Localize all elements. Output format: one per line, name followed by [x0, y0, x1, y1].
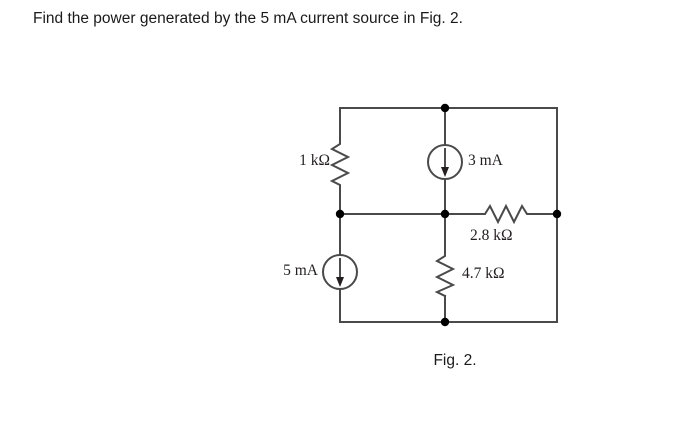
resistor-label-r2: 2.8 kΩ: [470, 227, 513, 244]
current-arrow-5ma: [336, 258, 344, 287]
resistor-label-r3: 4.7 kΩ: [462, 265, 505, 282]
resistor-symbol-r3: [434, 251, 456, 298]
node-dot-mid-left: [335, 209, 345, 219]
current-arrow-3ma: [441, 148, 449, 177]
node-dot-top-mid: [440, 103, 450, 113]
current-source-symbol-3ma: [427, 144, 463, 180]
resistor-symbol-r2: [480, 203, 532, 225]
resistor-label-r1: 1 kΩ: [299, 152, 330, 169]
figure-caption: Fig. 2.: [433, 352, 477, 369]
node-dot-mid-right: [552, 209, 562, 219]
junction-nodes: [335, 103, 562, 327]
current-source-label-3ma: 3 mA: [468, 152, 503, 169]
node-dot-mid-center: [440, 209, 450, 219]
current-source-symbol-5ma: [322, 254, 358, 290]
node-dot-bottom-mid: [440, 317, 450, 327]
current-source-label-5ma: 5 mA: [283, 262, 318, 279]
question-prompt: Find the power generated by the 5 mA cur…: [33, 10, 463, 27]
resistor-symbol-r1: [329, 139, 351, 187]
